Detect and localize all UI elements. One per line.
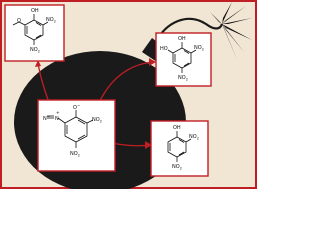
top-left-no2: NO2 — [46, 17, 56, 24]
top-right-no2: NO2 — [194, 45, 204, 52]
bottom-right-no2: NO2 — [189, 134, 199, 141]
top-left-methoxy-o: O — [17, 18, 21, 24]
bottom-right-product: OH NO2 NO2 — [150, 120, 209, 177]
bomb-fuse — [155, 17, 224, 43]
bottom-right-oh: OH — [173, 125, 181, 131]
top-right-ring — [167, 42, 197, 73]
bottom-right-bottom-no2: NO2 — [172, 164, 182, 171]
center-box — [37, 99, 116, 172]
top-left-bottom-no2: NO2 — [30, 47, 40, 54]
center-ring — [47, 110, 94, 148]
top-left-product: OH NO2 O NO2 — [4, 4, 65, 62]
top-right-oh: OH — [178, 36, 186, 42]
center-n: N — [55, 116, 59, 122]
top-right-box — [155, 32, 212, 87]
bomb-diagram: OH NO2 O NO2 OH HO NO2 NO2 — [0, 0, 257, 189]
top-left-box — [4, 4, 65, 62]
arrowheads — [35, 58, 156, 149]
center-no2-right: NO2 — [92, 117, 102, 124]
center-reactant: + N N− O− NO2 NO2 — [37, 99, 116, 172]
center-n-left: N− — [43, 114, 50, 122]
top-right-product: OH HO NO2 NO2 — [155, 32, 212, 87]
top-left-oh: OH — [31, 8, 39, 14]
spark-burst — [210, 2, 252, 62]
bottom-right-box — [150, 120, 209, 177]
arrow-to-top-right — [97, 61, 154, 106]
bottom-right-ring — [167, 131, 192, 162]
center-o-minus: O− — [73, 103, 80, 111]
top-right-bottom-no2: NO2 — [178, 75, 188, 82]
center-no2-bottom: NO2 — [70, 151, 80, 158]
top-right-ho: HO — [160, 46, 168, 52]
top-left-ring — [12, 14, 49, 45]
center-plus: + — [56, 110, 60, 116]
